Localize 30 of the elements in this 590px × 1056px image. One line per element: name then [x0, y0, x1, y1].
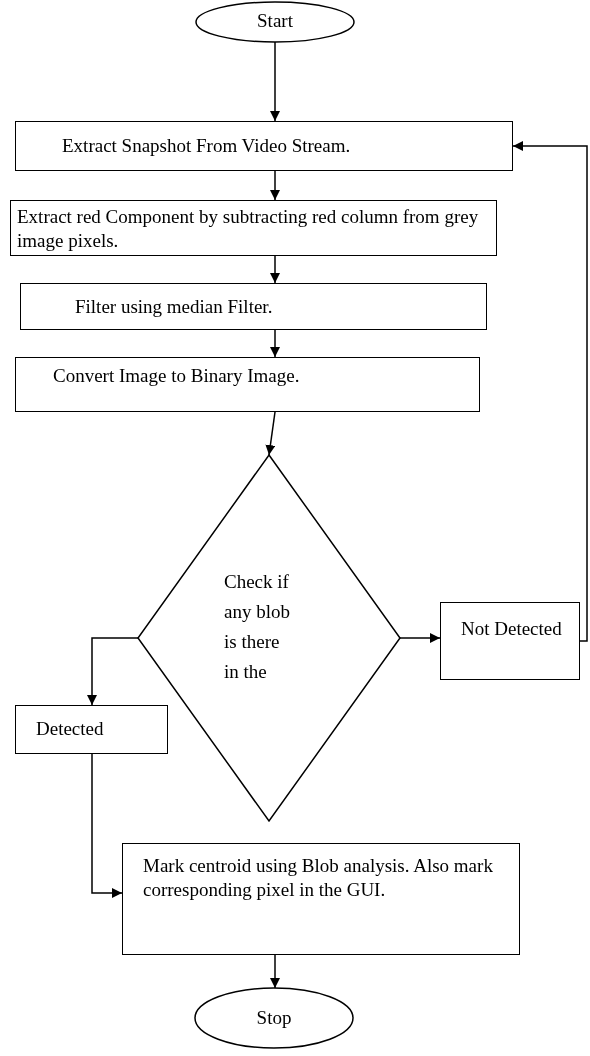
node-text: Not Detected — [461, 617, 563, 641]
terminal-ellipse — [194, 987, 354, 1049]
node-text: Extract Snapshot From Video Stream. — [62, 134, 352, 158]
arrow — [270, 41, 280, 122]
process-box — [15, 357, 480, 412]
node-text: Extract red Component by subtracting red column from grey image pixels. — [17, 205, 480, 253]
arrow — [87, 637, 139, 706]
arrow — [399, 633, 441, 643]
node-text: Filter using median Filter. — [75, 295, 274, 319]
arrow — [270, 954, 280, 989]
process-box — [122, 843, 520, 955]
decision-diamond — [137, 453, 401, 823]
arrow — [91, 753, 123, 898]
process-box — [15, 705, 168, 754]
process-box — [15, 121, 513, 171]
node-text: Mark centroid using Blob analysis. Also mark corresponding pixel in the GUI. — [143, 854, 494, 902]
arrow — [270, 255, 280, 284]
arrow — [512, 141, 588, 642]
process-box — [440, 602, 580, 680]
arrow — [265, 411, 276, 456]
arrow — [270, 329, 280, 358]
node-text: Stop — [255, 1006, 293, 1030]
arrow — [270, 170, 280, 201]
process-box — [20, 283, 487, 330]
node-text: Detected — [36, 717, 105, 741]
terminal-ellipse — [195, 1, 355, 43]
process-box — [10, 200, 497, 256]
node-text: Convert Image to Binary Image. — [53, 364, 301, 388]
node-text: Start — [256, 9, 294, 33]
node-text: Check if any blob is there in the — [224, 570, 291, 684]
